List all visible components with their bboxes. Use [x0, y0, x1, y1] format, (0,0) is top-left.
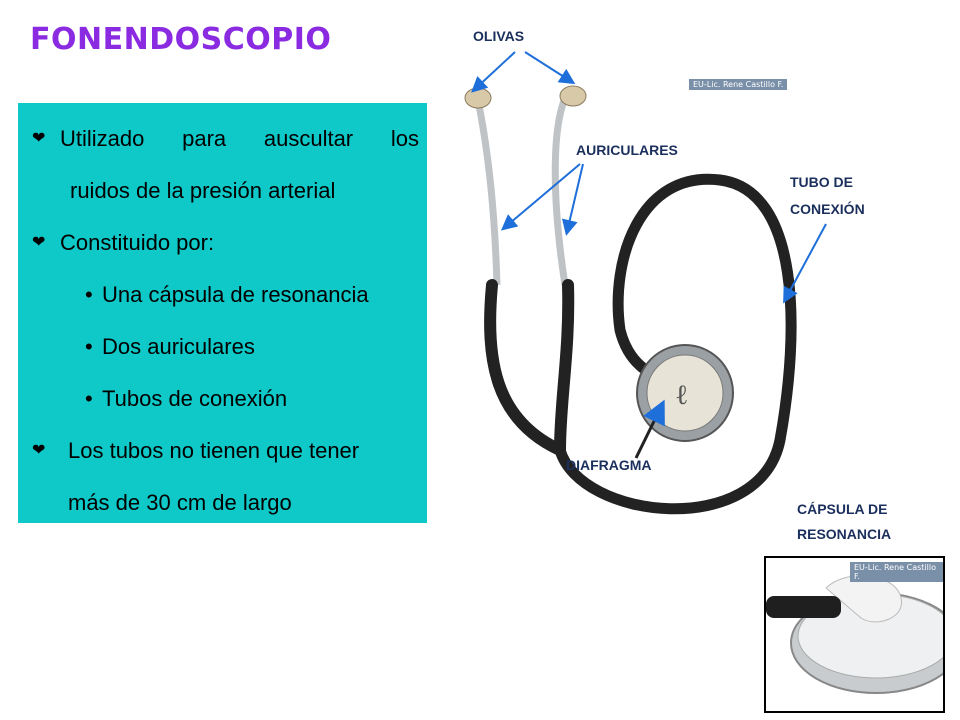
bullet-tubos-largo-line1: Los tubos no tienen que tener	[68, 438, 360, 463]
label-tubo-line1: TUBO DE	[790, 174, 853, 190]
bullet-constituido-text: Constituido por:	[60, 230, 215, 255]
label-capsula-line1: CÁPSULA DE	[797, 501, 888, 517]
bullet-tubos-largo-cont: más de 30 cm de largo	[30, 477, 419, 529]
label-auriculares: AURICULARES	[576, 142, 678, 158]
description-box: ❤ Utilizado para auscultar los ruidos de…	[18, 103, 427, 523]
bullet-tubos-largo-line2: más de 30 cm de largo	[68, 490, 292, 515]
capsula-illustration	[766, 575, 943, 694]
tube-right	[554, 279, 575, 456]
diaphragm-logo: ℓ	[675, 378, 688, 411]
arrow-auriculares-left	[500, 163, 581, 231]
label-diafragma: DIAFRAGMA	[566, 457, 652, 473]
watermark-inset: EU-Lic. Rene Castillo F.	[850, 562, 943, 582]
capsula-stem	[825, 575, 902, 623]
sub-bullet-dot: •	[85, 282, 93, 307]
label-olivas: OLIVAS	[473, 28, 525, 44]
sub-bullet-auriculares: • Dos auriculares	[30, 321, 419, 373]
arrow-olivas-left	[471, 51, 516, 93]
bullet-constituido: ❤ Constituido por:	[30, 217, 419, 269]
sub-bullet-tubos: • Tubos de conexión	[30, 373, 419, 425]
bullet-utilizado-line1: Utilizado para auscultar los	[60, 126, 419, 151]
sub-bullet-dot: •	[85, 334, 93, 359]
binaural-left-tube	[474, 99, 501, 286]
bullet-utilizado: ❤ Utilizado para auscultar los	[30, 113, 419, 165]
bullet-tubos-largo: ❤ Los tubos no tienen que tener	[30, 425, 419, 477]
arrow-auriculares-right	[561, 163, 584, 236]
ear-tip-left	[464, 87, 492, 109]
heart-bullet-icon: ❤	[32, 442, 46, 459]
heart-bullet-icon: ❤	[32, 130, 46, 147]
sub-bullet-text: Tubos de conexión	[102, 386, 288, 411]
label-tubo-line2: CONEXIÓN	[790, 201, 865, 217]
watermark-main: EU-Lic. Rene Castillo F.	[689, 79, 788, 90]
arrow-diafragma	[634, 399, 665, 459]
binaural-right-tube	[551, 96, 569, 286]
sub-bullet-text: Dos auriculares	[102, 334, 255, 359]
heart-bullet-icon: ❤	[32, 234, 46, 251]
ear-tip-right	[559, 85, 587, 107]
tube-main	[554, 173, 797, 515]
diaphragm-inner	[646, 354, 724, 432]
page-title: FONENDOSCOPIO	[30, 22, 332, 57]
arrow-olivas-right	[524, 51, 576, 85]
capsula-inset-photo: EU-Lic. Rene Castillo F.	[764, 556, 945, 713]
sub-bullet-text: Una cápsula de resonancia	[102, 282, 369, 307]
bullet-utilizado-line2: ruidos de la presión arterial	[70, 178, 336, 203]
label-capsula-line2: RESONANCIA	[797, 526, 892, 542]
arrow-tubo	[783, 223, 827, 304]
capsula-tube	[766, 596, 841, 618]
sub-bullet-capsula: • Una cápsula de resonancia	[30, 269, 419, 321]
tube-left	[484, 279, 566, 456]
bullet-utilizado-cont: ruidos de la presión arterial	[30, 165, 419, 217]
sub-bullet-dot: •	[85, 386, 93, 411]
